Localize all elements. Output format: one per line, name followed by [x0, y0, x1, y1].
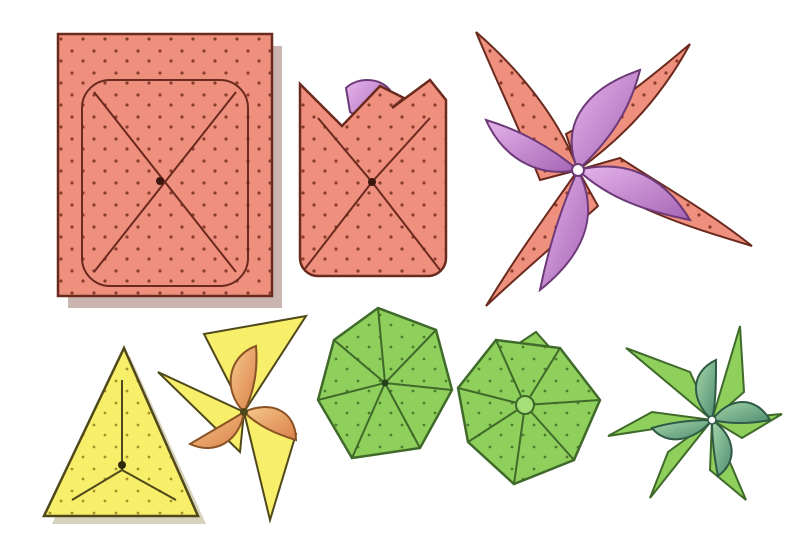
square-partially-folded — [300, 80, 446, 276]
triangle-template — [44, 348, 206, 524]
square-pinwheel — [476, 32, 752, 306]
hexagon-partially-folded — [458, 332, 600, 484]
square-template — [58, 34, 282, 308]
hexagon-pinwheel — [608, 326, 782, 500]
hexagon-template — [318, 308, 452, 458]
